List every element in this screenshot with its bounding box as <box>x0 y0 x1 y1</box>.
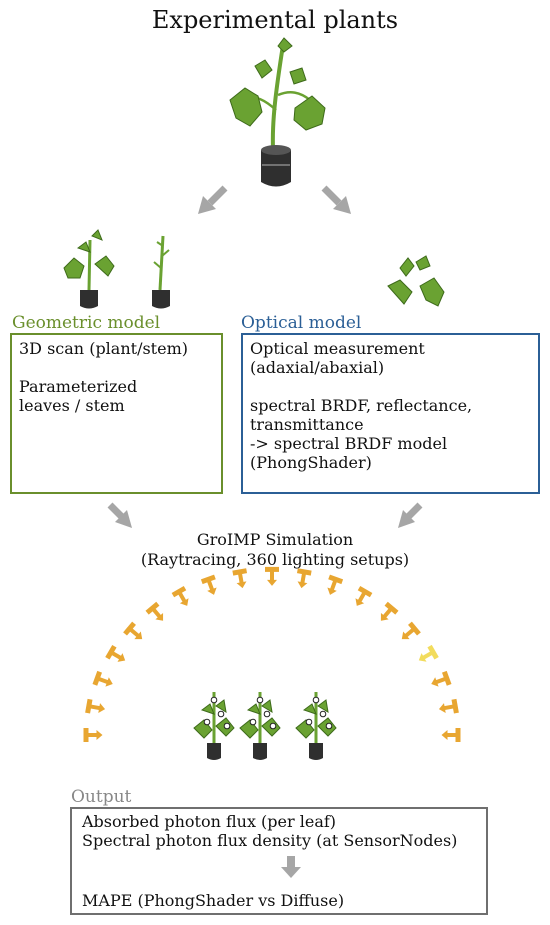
light-source-icon <box>397 621 421 645</box>
light-source-icon <box>437 698 459 716</box>
scene-plants <box>193 692 337 760</box>
scanned-plant-icon <box>63 229 115 309</box>
light-source-icon <box>92 670 116 691</box>
optical-model-box: Optical measurement (adaxial/abaxial) sp… <box>241 333 540 494</box>
optical-line-2: (adaxial/abaxial) <box>250 358 385 377</box>
light-source-icon <box>171 585 194 610</box>
optical-line-1: Optical measurement <box>250 339 425 358</box>
light-source-icon <box>375 601 399 626</box>
simulation-title: GroIMP Simulation <box>196 530 354 549</box>
arrow-to-geometric-icon <box>198 185 228 214</box>
light-source-icon <box>428 670 452 691</box>
geometric-line-3: Parameterized <box>19 377 138 396</box>
diagram-title: Experimental plants <box>151 6 399 34</box>
light-source-icon <box>145 601 169 626</box>
optical-line-7: (PhongShader) <box>250 453 372 472</box>
output-box: Absorbed photon flux (per leaf) Spectral… <box>70 807 488 915</box>
optical-line-4: spectral BRDF, reflectance, <box>250 396 473 415</box>
output-line-3: MAPE (PhongShader vs Diffuse) <box>82 891 345 910</box>
light-source-icon <box>350 585 373 610</box>
light-source-icon <box>200 574 221 598</box>
geometric-line-1: 3D scan (plant/stem) <box>19 339 188 358</box>
light-source-icon <box>83 728 103 742</box>
output-label: Output <box>71 787 132 807</box>
output-line-1: Absorbed photon flux (per leaf) <box>82 812 337 831</box>
output-line-2: Spectral photon flux density (at SensorN… <box>82 831 458 850</box>
arrow-optical-to-sim-icon <box>398 502 423 528</box>
output-spacer <box>82 850 476 891</box>
geometric-line-4: leaves / stem <box>19 396 125 415</box>
scene-plant-icon <box>193 692 235 760</box>
output-arrow-icon <box>281 856 301 878</box>
optical-line-6: -> spectral BRDF model <box>250 434 448 453</box>
light-source-icon <box>323 574 344 598</box>
light-source-icon <box>105 644 129 667</box>
light-source-icon <box>85 698 107 716</box>
scene-plant-icon <box>239 692 281 760</box>
plant-icon <box>229 37 326 187</box>
geometric-model-label: Geometric model <box>12 313 161 333</box>
simulation-subtitle: (Raytracing, 360 lighting setups) <box>140 550 410 569</box>
light-source-icon <box>441 728 461 742</box>
optical-model-label: Optical model <box>241 313 362 333</box>
simulation-text: GroIMP Simulation (Raytracing, 360 light… <box>0 530 550 570</box>
stem-icon <box>152 235 170 309</box>
light-source-icon <box>232 568 250 590</box>
geometric-model-box: 3D scan (plant/stem) Parameterized leave… <box>10 333 223 494</box>
light-source-icon <box>415 644 439 667</box>
optical-line-5: transmittance <box>250 415 364 434</box>
arrow-to-optical-icon <box>321 185 351 214</box>
light-source-icon <box>294 568 312 590</box>
arrow-geometric-to-sim-icon <box>107 502 132 528</box>
leaves-icon <box>387 255 445 307</box>
geometric-gap <box>19 358 214 377</box>
optical-gap <box>250 377 531 396</box>
light-arc <box>83 566 461 742</box>
light-source-icon <box>123 621 147 645</box>
scene-plant-icon <box>295 692 337 760</box>
